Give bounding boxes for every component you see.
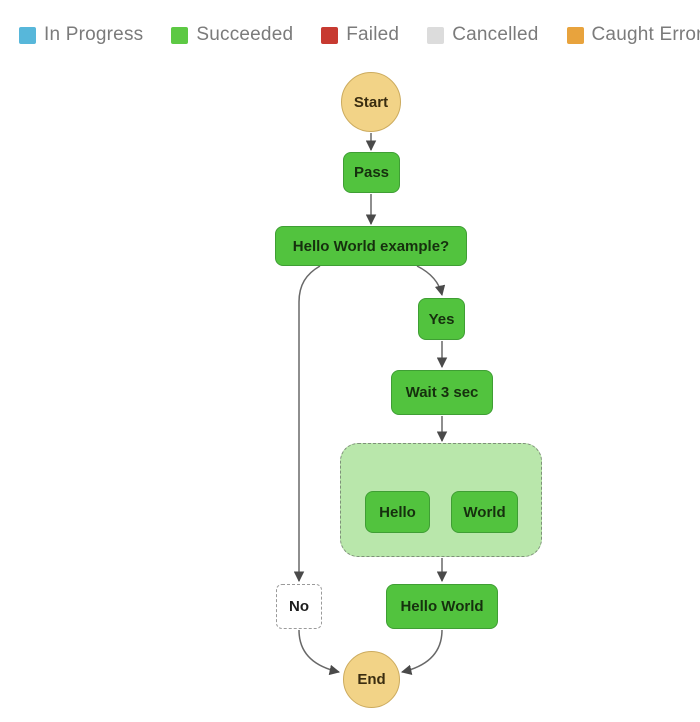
wait-state-node[interactable]: Wait 3 sec xyxy=(391,370,493,415)
start-node[interactable]: Start xyxy=(341,72,401,132)
edge-no-to-end xyxy=(298,629,341,676)
legend-item-caught-error: Caught Error xyxy=(566,24,700,46)
pass-state-node[interactable]: Pass xyxy=(343,152,400,193)
status-legend: In Progress Succeeded Failed Cancelled C… xyxy=(19,24,700,46)
choice-state-node[interactable]: Hello World example? xyxy=(275,226,467,266)
end-node[interactable]: End xyxy=(343,651,400,708)
legend-label: Cancelled xyxy=(452,24,539,45)
hello-branch-node[interactable]: Hello xyxy=(365,491,430,533)
legend-item-cancelled: Cancelled xyxy=(427,24,538,46)
legend-label: Succeeded xyxy=(196,24,294,45)
legend-item-succeeded: Succeeded xyxy=(171,24,293,46)
no-branch-node[interactable]: No xyxy=(276,584,322,629)
failed-swatch xyxy=(321,26,339,44)
edge-result-to-end xyxy=(400,629,443,675)
succeeded-swatch xyxy=(171,26,189,44)
legend-label: Caught Error xyxy=(591,24,700,45)
cancelled-swatch xyxy=(427,26,445,44)
legend-label: Failed xyxy=(346,24,400,45)
edge-choice-to-yes xyxy=(416,265,446,297)
legend-item-failed: Failed xyxy=(321,24,399,46)
legend-label: In Progress xyxy=(44,24,144,45)
caught-error-swatch xyxy=(566,26,584,44)
edge-choice-to-no xyxy=(293,265,321,583)
yes-branch-node[interactable]: Yes xyxy=(418,298,465,340)
legend-item-in-progress: In Progress xyxy=(19,24,143,46)
world-branch-node[interactable]: World xyxy=(451,491,518,533)
in-progress-swatch xyxy=(19,26,36,44)
hello-world-state-node[interactable]: Hello World xyxy=(386,584,498,629)
